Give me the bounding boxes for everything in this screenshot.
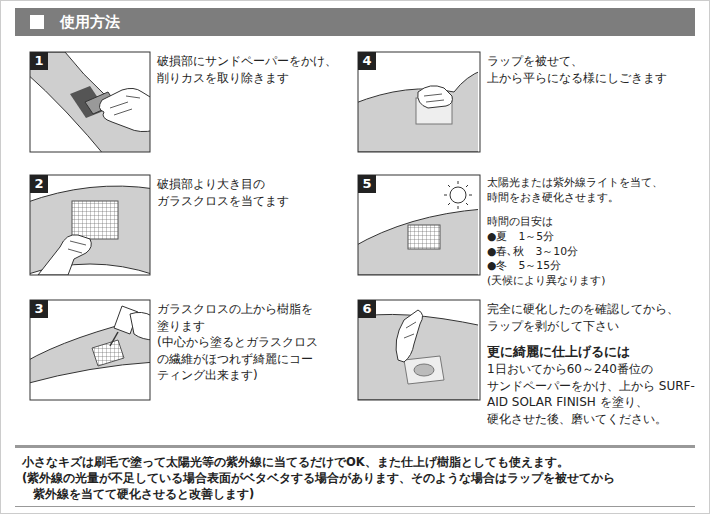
step-description: 時間の目安は [487,215,699,230]
wrap [404,356,444,384]
glass-cloth [72,201,118,239]
step-frame [358,175,480,275]
step-illustration [353,300,483,400]
finger-line [110,96,140,115]
step-description: 完全に硬化したのを確認してから、 ラップを剥がして下さい [487,301,699,334]
surfboard [30,52,150,152]
surfboard [30,186,150,275]
step-description: (中心から塗るとガラスクロス の繊維がほつれず綺麗にコー ティング出来ます) [157,334,357,384]
step-illustration [25,300,155,400]
step-number: 4 [358,52,376,70]
step-text: 破損部にサンドペーパーをかけ、 削りカスを取り除きます [157,53,357,86]
step-frame [30,175,150,275]
step-text: ガラスクロスの上から樹脂を 塗ります(中心から塗るとガラスクロス の繊維がほつれ… [157,301,357,384]
finger-line [68,241,86,253]
step-frame [30,52,150,152]
sun [450,187,466,203]
step-frame [358,52,480,152]
step-panel: 1 破損部にサンドペーパーをかけ、 削りカスを取り除きます [30,52,357,152]
step-illustration [353,52,483,152]
step-description: 破損部より大き目の ガラスクロスを当てます [157,176,357,209]
glass-cloth [92,340,124,366]
step-illustration [25,52,155,162]
step-description: (天候により異なります) [487,274,699,289]
surfboard [358,70,478,152]
step-description: 破損部にサンドペーパーをかけ、 削りカスを取り除きます [157,53,357,86]
step-heading: 更に綺麗に仕上げるには [487,343,699,361]
separator [15,506,695,507]
note-holder: (紫外線の光量が不足している場合表面がベタベタする場合があります、そのような場合… [22,470,702,502]
step-text: 完全に硬化したのを確認してから、 ラップを剥がして下さい更に綺麗に仕上げるには1… [487,301,699,427]
step-panel: 5 太陽光または紫外線ライトを当て、 時間をおき硬化させます。時間の目安は●夏 1… [358,175,699,291]
glass-cloth [408,225,440,249]
step-description: ラップを被せて、 上から平らになる様にしごきます [487,53,699,86]
hand [38,235,91,275]
step-number: 1 [30,52,48,70]
separator [15,445,695,448]
title-holder: 使用方法 [60,12,120,32]
finger-line [424,94,444,102]
sun-ray [444,181,472,209]
hand [130,312,150,340]
step-description: ガラスクロスの上から樹脂を 塗ります [157,301,357,334]
finger-line [404,322,416,338]
note: (紫外線の光量が不足している場合表面がベタベタする場合があります、そのような場合… [22,470,702,502]
nozzle [110,332,118,346]
step-description: ●夏 1～5分 [487,230,699,245]
step-text: 破損部より大き目の ガラスクロスを当てます [157,176,357,209]
step-panel: 2 破損部より大き目の ガラスクロスを当てます [30,175,357,275]
step-number: 6 [358,300,376,318]
step-frame [30,300,150,400]
hand [418,86,453,108]
header-square [30,15,44,29]
note-holder: 小さなキズは刷毛で塗って太陽光等の紫外線に当てるだけでOK、また仕上げ樹脂として… [22,454,702,470]
hand [99,88,150,131]
step-panel: 6 完全に硬化したのを確認してから、 ラップを剥がして下さい更に綺麗に仕上げるには… [358,300,699,429]
hand [396,310,423,362]
step-frame [358,300,480,400]
step-description: ●冬 5～15分 [487,259,699,274]
note: 小さなキズは刷毛で塗って太陽光等の紫外線に当てるだけでOK、また仕上げ樹脂として… [22,454,702,470]
header-bar [15,8,695,36]
step-description: 太陽光または紫外線ライトを当て、 時間をおき硬化させます。 [487,176,699,206]
title: 使用方法 [60,13,120,31]
step-description: 1日おいてから60～240番位の サンドペーパーをかけ、上から SURF-AID… [487,361,699,427]
step-panel: 4 ラップを被せて、 上から平らになる様にしごきます [358,52,699,152]
step-panel: 3 ガラスクロスの上から樹脂を 塗ります(中心から塗るとガラスクロス の繊維がほつ… [30,300,357,400]
step-number: 3 [30,300,48,318]
step-number: 2 [30,175,48,193]
patch [414,364,434,376]
step-illustration [25,175,155,275]
step-number: 5 [358,175,376,193]
step-text: 太陽光または紫外線ライトを当て、 時間をおき硬化させます。時間の目安は●夏 1～… [487,176,699,289]
step-text: ラップを被せて、 上から平らになる様にしごきます [487,53,699,86]
step-illustration [353,175,483,275]
step-description: ●春､秋 3～10分 [487,245,699,260]
surfboard [358,209,478,275]
